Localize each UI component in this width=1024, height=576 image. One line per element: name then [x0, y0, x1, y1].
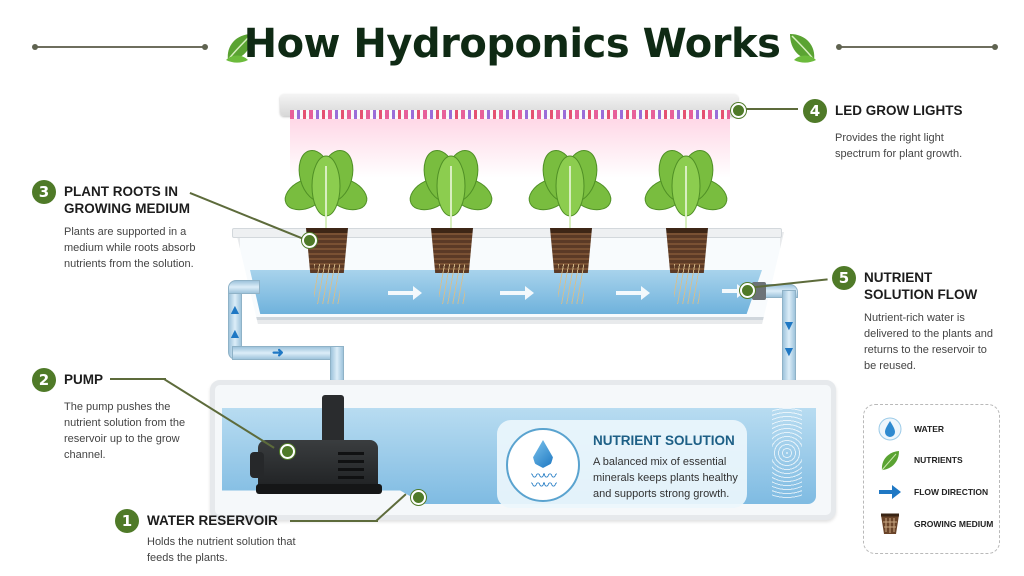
step-badge-4: 4	[803, 99, 827, 123]
grow-channel-rim	[232, 228, 782, 238]
flow-arrow-icon	[722, 284, 746, 298]
callout-title: LED GROW LIGHTS	[835, 103, 963, 118]
legend: WATER NUTRIENTS FLOW DIRECTION GROWING M…	[863, 404, 1000, 554]
leader-line-1	[290, 520, 378, 522]
flow-arrow-icon	[500, 286, 534, 300]
arrow-down-icon: ▼	[782, 317, 796, 333]
callout-3: 3 PLANT ROOTS IN GROWING MEDIUM Plants ar…	[32, 180, 222, 272]
title-rule-right	[836, 44, 998, 50]
leader-line-2	[110, 378, 166, 380]
lettuce-icon	[528, 150, 612, 234]
supply-pipe-horizontal	[232, 346, 344, 360]
step-badge-5: 5	[832, 266, 856, 290]
callout-5: 5 NUTRIENT SOLUTION FLOW Nutrient-rich wa…	[832, 266, 1002, 374]
callout-title: PUMP	[64, 372, 104, 387]
callout-title: PLANT ROOTS IN GROWING MEDIUM	[64, 184, 190, 216]
callout-title: WATER RESERVOIR	[147, 513, 278, 528]
lettuce-icon	[409, 150, 493, 234]
roots	[314, 264, 340, 304]
marker-dot-1	[411, 490, 426, 505]
legend-item-growing-medium: GROWING MEDIUM	[878, 512, 993, 536]
net-pot	[431, 228, 473, 273]
step-badge-2: 2	[32, 368, 56, 392]
callout-4: 4 LED GROW LIGHTS Provides the right ligh…	[803, 99, 983, 162]
plant-3	[520, 146, 620, 304]
leaf-icon	[222, 30, 256, 64]
flow-arrow-icon	[616, 286, 650, 300]
callout-2: 2 PUMP The pump pushes the nutrient solut…	[32, 368, 192, 463]
plant-1	[276, 146, 376, 304]
leader-line-4	[738, 108, 798, 110]
supply-pipe-top	[228, 280, 260, 294]
arrow-right-icon: ➜	[272, 344, 284, 360]
marker-dot-4	[731, 103, 746, 118]
pump	[258, 440, 378, 492]
arrow-up-icon: ▲	[228, 325, 242, 341]
arrow-right-icon	[878, 480, 902, 504]
legend-item-water: WATER	[878, 417, 944, 441]
light-glow	[290, 118, 730, 178]
marker-dot-5	[740, 283, 755, 298]
callout-description: The pump pushes the nutrient solution fr…	[64, 401, 186, 461]
pump-outlet	[322, 395, 344, 443]
flow-arrow-icon	[388, 286, 422, 300]
pump-base	[256, 484, 382, 494]
arrow-up-icon: ▲	[228, 301, 242, 317]
water-drop-icon	[878, 417, 902, 441]
roots	[558, 264, 584, 304]
splash-bubbles	[772, 408, 802, 498]
nutrient-solution-description: A balanced mix of essential minerals kee…	[593, 456, 738, 500]
callout-description: Provides the right light spectrum for pl…	[835, 132, 963, 160]
callout-1: 1 WATER RESERVOIR Holds the nutrient solu…	[115, 509, 315, 566]
led-array	[290, 110, 730, 119]
lettuce-icon	[644, 150, 728, 234]
page-title: How Hydroponics Works	[243, 21, 781, 67]
step-badge-1: 1	[115, 509, 139, 533]
legend-item-flow-direction: FLOW DIRECTION	[878, 480, 988, 504]
roots	[439, 264, 465, 304]
marker-dot-2	[280, 444, 295, 459]
callout-description: Holds the nutrient solution that feeds t…	[147, 536, 296, 564]
callout-title: NUTRIENT SOLUTION FLOW	[864, 270, 978, 302]
lettuce-icon	[284, 150, 368, 234]
arrow-down-icon: ▼	[782, 343, 796, 359]
legend-item-nutrients: NUTRIENTS	[878, 448, 963, 472]
title-rule-left	[32, 44, 208, 50]
marker-dot-3	[302, 233, 317, 248]
pump-intake	[250, 452, 264, 478]
callout-description: Plants are supported in a medium while r…	[64, 226, 196, 270]
roots	[674, 264, 700, 304]
water-drop-waves-icon: 〰〰〰〰	[506, 428, 580, 502]
callout-description: Nutrient-rich water is delivered to the …	[864, 312, 994, 372]
leaf-icon	[878, 448, 902, 472]
plant-4	[636, 146, 736, 304]
plant-2	[401, 146, 501, 304]
net-pot-icon	[878, 512, 902, 536]
nutrient-solution-title: NUTRIENT SOLUTION	[593, 433, 735, 448]
step-badge-3: 3	[32, 180, 56, 204]
leaf-icon	[786, 30, 820, 64]
